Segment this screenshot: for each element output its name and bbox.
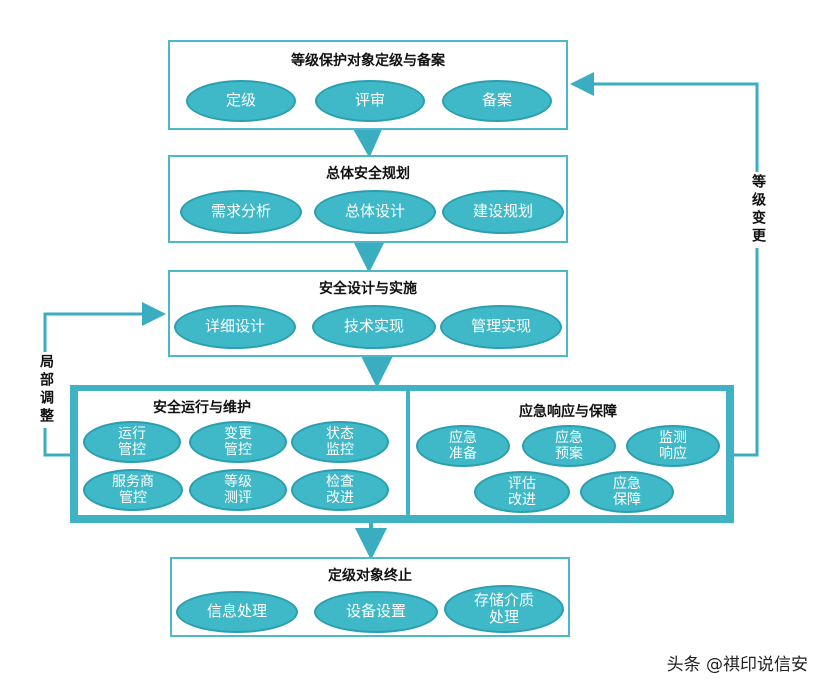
termination-title: 定级对象终止 [328, 568, 412, 584]
pill-review[interactable]: 评审 [315, 80, 425, 122]
loop-grade-change [570, 72, 759, 457]
arrow-grading-to-planning [351, 125, 384, 158]
pill-monitoring-response[interactable]: 监测 响应 [626, 425, 720, 467]
grading-box: 等级保护对象定级与备案 定级 评审 备案 [168, 40, 568, 130]
pill-change-control[interactable]: 变更 管控 [189, 421, 287, 463]
emergency-title: 应急响应与保障 [519, 404, 617, 420]
pill-technical-implementation[interactable]: 技术实现 [312, 305, 436, 349]
design-box: 安全设计与实施 详细设计 技术实现 管理实现 [168, 270, 568, 357]
pill-grade-assessment[interactable]: 等级 测评 [189, 469, 287, 511]
pill-management-implementation[interactable]: 管理实现 [440, 305, 562, 349]
planning-box: 总体安全规划 需求分析 总体设计 建设规划 [168, 155, 568, 243]
pill-inspection-improvement[interactable]: 检查 改进 [291, 469, 389, 511]
pill-overall-design[interactable]: 总体设计 [314, 190, 436, 234]
grade-change-label: 等级变更 [748, 172, 768, 248]
pill-status-monitoring[interactable]: 状态 监控 [291, 421, 389, 463]
pill-operation-control[interactable]: 运行 管控 [83, 421, 181, 463]
local-adjust-label: 局部调整 [36, 352, 56, 428]
pill-provider-control[interactable]: 服务商 管控 [83, 469, 183, 511]
grading-title: 等级保护对象定级与备案 [291, 53, 445, 69]
pill-information-processing[interactable]: 信息处理 [176, 591, 298, 633]
pill-detailed-design[interactable]: 详细设计 [174, 305, 296, 349]
operations-title: 安全运行与维护 [153, 400, 251, 416]
pill-assessment-improvement[interactable]: 评估 改进 [474, 471, 570, 513]
operations-box: 安全运行与维护 运行 管控 变更 管控 状态 监控 服务商 管控 等级 测评 检… [78, 391, 406, 515]
pill-construction-planning[interactable]: 建设规划 [442, 190, 564, 234]
pill-emergency-plan[interactable]: 应急 预案 [522, 425, 616, 467]
pill-storage-media-processing[interactable]: 存储介质 处理 [444, 585, 564, 633]
pill-grading[interactable]: 定级 [186, 80, 296, 122]
termination-box: 定级对象终止 信息处理 设备设置 存储介质 处理 [170, 557, 570, 637]
emergency-box: 应急响应与保障 应急 准备 应急 预案 监测 响应 评估 改进 应急 保障 [410, 391, 726, 515]
pill-requirements-analysis[interactable]: 需求分析 [180, 190, 302, 234]
pill-equipment-setting[interactable]: 设备设置 [314, 591, 438, 633]
watermark-text: 头条 @祺印说信安 [666, 655, 808, 675]
design-title: 安全设计与实施 [319, 281, 417, 297]
planning-title: 总体安全规划 [326, 166, 410, 182]
pill-filing[interactable]: 备案 [442, 80, 552, 122]
pill-emergency-assurance[interactable]: 应急 保障 [580, 471, 674, 513]
pill-emergency-preparation[interactable]: 应急 准备 [416, 425, 510, 467]
